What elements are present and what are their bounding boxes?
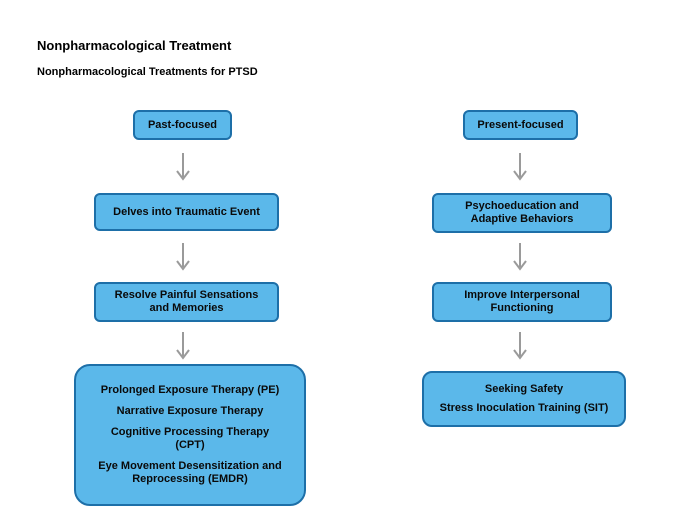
- down-arrow-icon: [513, 243, 527, 271]
- node-label: Improve Interpersonal: [464, 289, 580, 301]
- therapy-cpt-abbrev: (CPT): [175, 439, 205, 451]
- node-label: Present-focused: [477, 118, 564, 131]
- node-improve-interpersonal: Improve Interpersonal Functioning: [432, 282, 612, 322]
- therapy-emdr: Eye Movement Desensitization and: [98, 460, 282, 472]
- node-label: Psychoeducation and: [465, 200, 579, 212]
- node-label: and Memories: [149, 302, 224, 314]
- node-label: Past-focused: [147, 118, 218, 131]
- therapy-cpt: Cognitive Processing Therapy: [110, 426, 270, 438]
- therapy-pe: Prolonged Exposure Therapy (PE): [100, 384, 280, 396]
- therapy-sit: Stress Inoculation Training (SIT): [439, 402, 609, 414]
- therapy-seeking-safety: Seeking Safety: [484, 383, 564, 395]
- down-arrow-icon: [176, 153, 190, 181]
- node-resolve-painful-sensations: Resolve Painful Sensations and Memories: [94, 282, 279, 322]
- node-past-therapies: Prolonged Exposure Therapy (PE) Narrativ…: [74, 364, 306, 506]
- node-past-focused: Past-focused: [133, 110, 232, 140]
- therapy-narrative-exposure: Narrative Exposure Therapy: [116, 405, 264, 417]
- down-arrow-icon: [176, 243, 190, 271]
- node-psychoeducation: Psychoeducation and Adaptive Behaviors: [432, 193, 612, 233]
- page-subtitle: Nonpharmacological Treatments for PTSD: [37, 66, 258, 78]
- down-arrow-icon: [176, 332, 190, 360]
- node-delves-traumatic-event: Delves into Traumatic Event: [94, 193, 279, 231]
- therapy-emdr-abbrev: Reprocessing (EMDR): [132, 473, 248, 485]
- node-label: Adaptive Behaviors: [470, 213, 574, 225]
- node-label: Delves into Traumatic Event: [113, 205, 260, 218]
- page-title: Nonpharmacological Treatment: [37, 38, 232, 53]
- node-label: Functioning: [490, 302, 554, 314]
- node-present-focused: Present-focused: [463, 110, 578, 140]
- node-present-therapies: Seeking Safety Stress Inoculation Traini…: [422, 371, 626, 427]
- down-arrow-icon: [513, 153, 527, 181]
- node-label: Resolve Painful Sensations: [114, 289, 259, 301]
- down-arrow-icon: [513, 332, 527, 360]
